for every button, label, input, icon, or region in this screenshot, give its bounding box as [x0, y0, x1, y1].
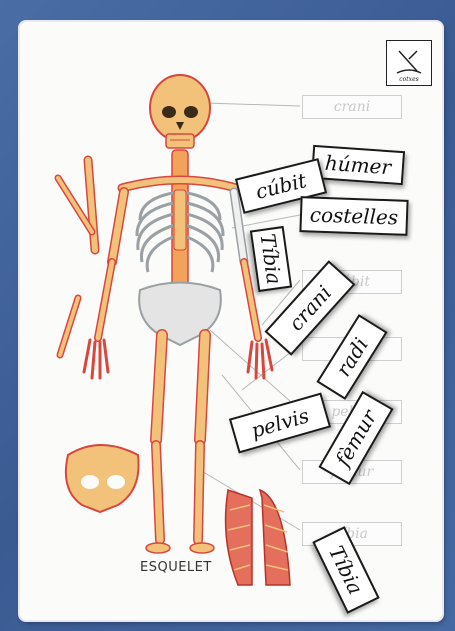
- loose-bones: [58, 160, 95, 355]
- legs: [146, 335, 214, 553]
- sheet-title: ESQUELET: [140, 560, 240, 575]
- logo-label: cotxes: [387, 76, 431, 83]
- sternum: [174, 190, 186, 250]
- ghost-label-crani: crani: [302, 95, 402, 119]
- skull: [150, 75, 210, 148]
- word-card-costelles[interactable]: costelles: [299, 196, 408, 236]
- logo-box: cotxes: [386, 40, 432, 86]
- word-card-humer[interactable]: húmer: [311, 145, 405, 185]
- loose-pelvis-piece: [66, 445, 139, 512]
